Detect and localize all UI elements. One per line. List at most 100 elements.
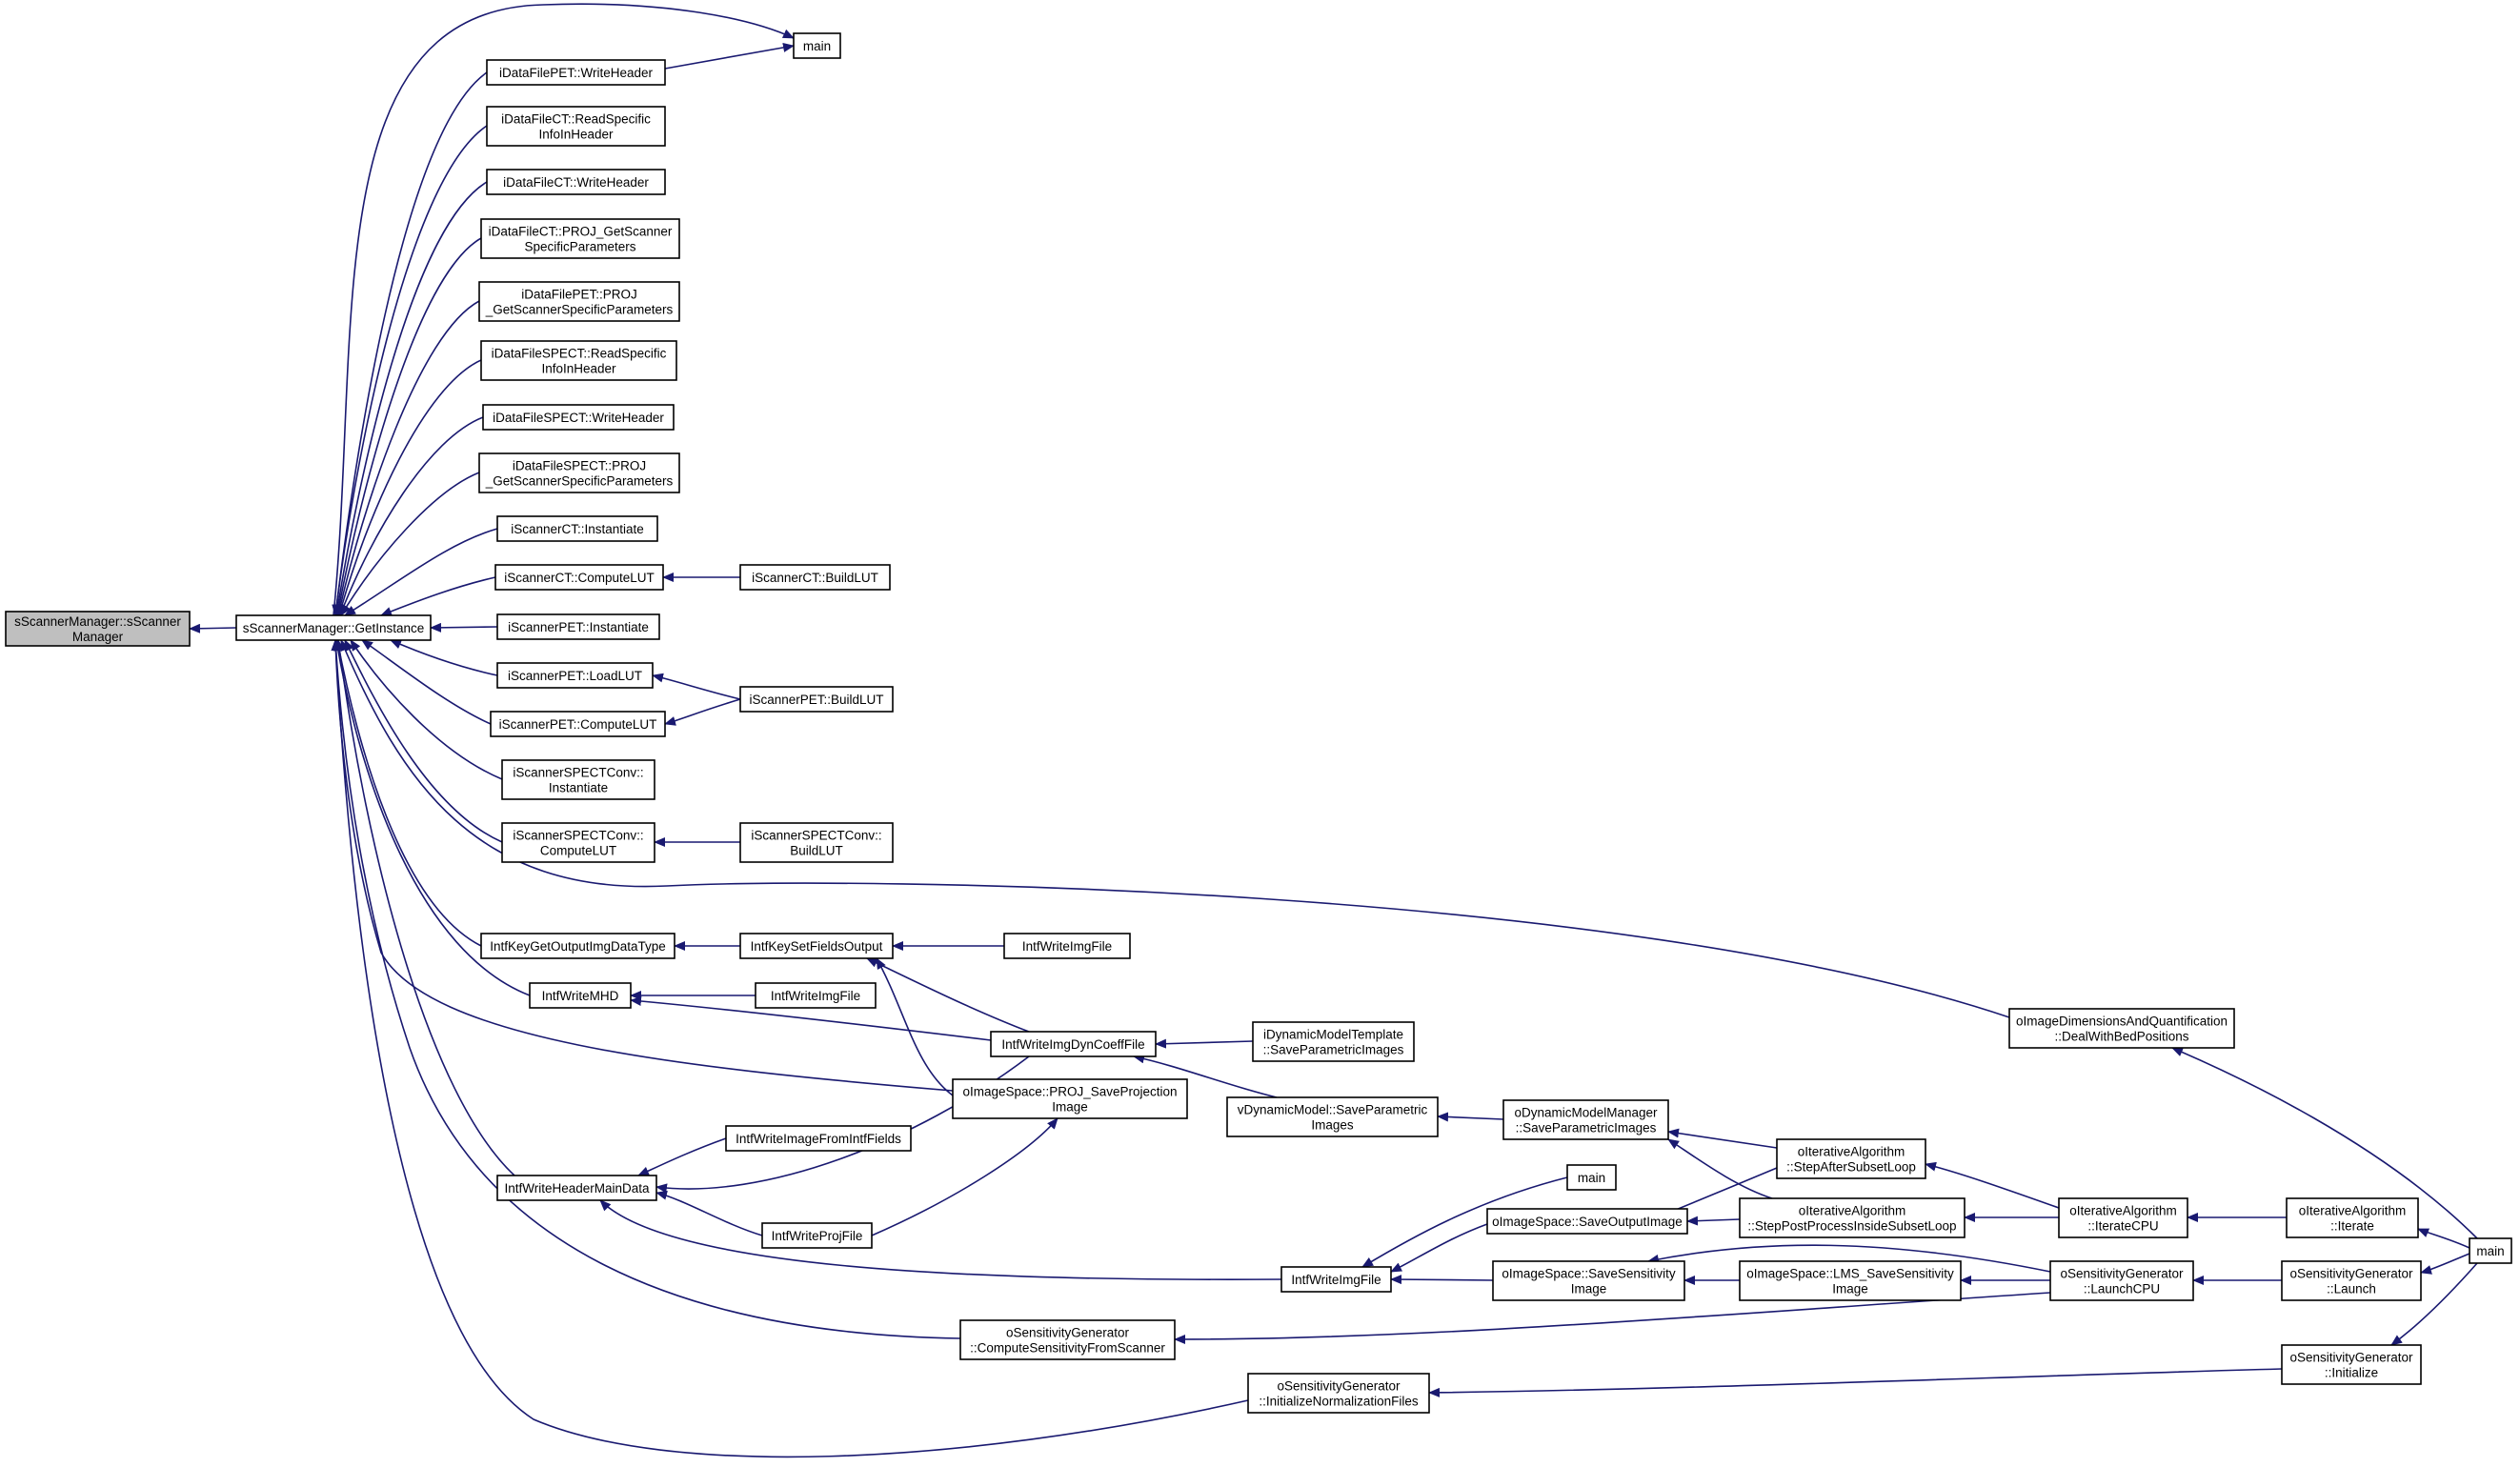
- node-label: iScannerSPECTConv::: [751, 829, 881, 843]
- node-writeDynCoeff[interactable]: IntfWriteImgDynCoeffFile: [990, 1031, 1157, 1057]
- node-initNormFiles[interactable]: oSensitivityGenerator::InitializeNormali…: [1247, 1373, 1430, 1414]
- node-spectBuildLUT[interactable]: iScannerSPECTConv::BuildLUT: [739, 822, 894, 863]
- node-dfPetProj[interactable]: iDataFilePET::PROJ_GetScannerSpecificPar…: [478, 281, 680, 322]
- edge-main3-to-dealWithBed: [2171, 1047, 2478, 1239]
- node-label: IntfWriteImageFromIntfFields: [736, 1132, 901, 1146]
- node-box: [496, 662, 654, 689]
- edge-dfCtProj-to-getInstance: [334, 237, 482, 616]
- node-dfSpectProj[interactable]: iDataFileSPECT::PROJ_GetScannerSpecificP…: [478, 452, 680, 493]
- node-label: ::ComputeSensitivityFromScanner: [970, 1341, 1165, 1356]
- node-box: [1003, 933, 1131, 959]
- node-iterate[interactable]: oIterativeAlgorithm::Iterate: [2286, 1197, 2419, 1238]
- node-main1[interactable]: main: [793, 32, 841, 59]
- node-writeHeaderMain[interactable]: IntfWriteHeaderMainData: [496, 1175, 657, 1201]
- node-label: sScannerManager::GetInstance: [243, 621, 425, 635]
- node-computeSensFromScanner[interactable]: oSensitivityGenerator::ComputeSensitivit…: [959, 1319, 1176, 1360]
- node-label: oSensitivityGenerator: [2060, 1267, 2184, 1281]
- node-box: [501, 822, 655, 863]
- node-label: oImageSpace::SaveSensitivity: [1502, 1267, 1676, 1281]
- node-dynManager[interactable]: oDynamicModelManager::SaveParametricImag…: [1502, 1099, 1669, 1140]
- node-dfCtWriteHeader[interactable]: iDataFileCT::WriteHeader: [486, 169, 666, 195]
- node-dfPetWriteHeader[interactable]: iDataFilePET::WriteHeader: [486, 59, 666, 86]
- node-box: [486, 169, 666, 195]
- edge-dfCtWriteHeader-to-getInstance: [333, 181, 488, 616]
- node-label: IntfWriteImgFile: [1022, 939, 1112, 954]
- node-box: [1247, 1373, 1430, 1414]
- node-writeImgFileB[interactable]: IntfWriteImgFile: [755, 982, 877, 1009]
- node-initialize[interactable]: oSensitivityGenerator::Initialize: [2281, 1344, 2422, 1385]
- node-ctComputeLUT[interactable]: iScannerCT::ComputeLUT: [494, 564, 664, 591]
- node-label: Image: [1832, 1282, 1868, 1296]
- node-box: [2281, 1260, 2422, 1301]
- node-iterateCPU[interactable]: oIterativeAlgorithm::IterateCPU: [2058, 1197, 2188, 1238]
- node-box: [952, 1078, 1188, 1119]
- node-stepAfterSubset[interactable]: oIterativeAlgorithm::StepAfterSubsetLoop: [1776, 1138, 1926, 1179]
- node-petBuildLUT[interactable]: iScannerPET::BuildLUT: [739, 686, 894, 713]
- node-writeMHD[interactable]: IntfWriteMHD: [529, 982, 632, 1009]
- node-launch[interactable]: oSensitivityGenerator::Launch: [2281, 1260, 2422, 1301]
- node-label: iDataFileSPECT::PROJ: [513, 459, 646, 473]
- node-writeFromFields[interactable]: IntfWriteImageFromIntfFields: [725, 1125, 912, 1152]
- node-label: iScannerSPECTConv::: [513, 829, 643, 843]
- node-stepPostProcess[interactable]: oIterativeAlgorithm::StepPostProcessInsi…: [1739, 1197, 1966, 1238]
- node-box: [1486, 1208, 1688, 1235]
- node-label: Instantiate: [549, 781, 608, 795]
- node-writeImgFileC[interactable]: IntfWriteImgFile: [1280, 1266, 1392, 1293]
- node-box: [1280, 1266, 1392, 1293]
- node-box: [739, 564, 891, 591]
- edge-writeImgFileC-to-writeHeaderMain: [599, 1199, 1282, 1280]
- node-saveOutputImage[interactable]: oImageSpace::SaveOutputImage: [1486, 1208, 1688, 1235]
- node-keySetFields[interactable]: IntfKeySetFieldsOutput: [739, 933, 894, 959]
- node-dfCtProj[interactable]: iDataFileCT::PROJ_GetScannerSpecificPara…: [480, 218, 680, 259]
- node-keyGetOutput[interactable]: IntfKeyGetOutputImgDataType: [480, 933, 675, 959]
- node-box: [496, 515, 658, 542]
- node-label: ::Iterate: [2330, 1219, 2374, 1234]
- node-label: ::StepPostProcessInsideSubsetLoop: [1747, 1219, 1956, 1234]
- node-box: [501, 759, 655, 800]
- node-writeProjFile[interactable]: IntfWriteProjFile: [761, 1222, 873, 1249]
- edge-writeDynCoeff-to-writeHeaderMain: [655, 1055, 1030, 1194]
- node-dynTemplate[interactable]: iDynamicModelTemplate::SaveParametricIma…: [1252, 1021, 1415, 1062]
- node-label: oIterativeAlgorithm: [1798, 1145, 1905, 1159]
- node-launchCPU[interactable]: oSensitivityGenerator::LaunchCPU: [2049, 1260, 2194, 1301]
- node-box: [482, 404, 675, 431]
- edge-dynManager-to-vDynModel: [1437, 1112, 1504, 1122]
- node-box: [490, 711, 666, 737]
- node-ctBuildLUT[interactable]: iScannerCT::BuildLUT: [739, 564, 891, 591]
- node-box: [496, 613, 660, 640]
- node-petInstantiate[interactable]: iScannerPET::Instantiate: [496, 613, 660, 640]
- node-spectComputeLUT[interactable]: iScannerSPECTConv::ComputeLUT: [501, 822, 655, 863]
- node-label: ::Initialize: [2325, 1366, 2378, 1380]
- node-dealWithBed[interactable]: oImageDimensionsAndQuantification::DealW…: [2008, 1008, 2235, 1049]
- node-main3[interactable]: main: [2469, 1237, 2512, 1264]
- node-box: [1252, 1021, 1415, 1062]
- node-label: main: [1578, 1171, 1605, 1185]
- node-label: ComputeLUT: [540, 844, 616, 858]
- edge-main3-to-iterate: [2417, 1228, 2470, 1249]
- node-petLoadLUT[interactable]: iScannerPET::LoadLUT: [496, 662, 654, 689]
- node-label: iScannerPET::ComputeLUT: [499, 717, 657, 732]
- node-box: [478, 281, 680, 322]
- node-writeImgFileA[interactable]: IntfWriteImgFile: [1003, 933, 1131, 959]
- edge-writeProjFile-to-writeHeaderMain: [655, 1190, 763, 1236]
- node-label: iDataFilePET::WriteHeader: [499, 66, 654, 80]
- node-spectInstantiate[interactable]: iScannerSPECTConv::Instantiate: [501, 759, 655, 800]
- node-box: [1502, 1099, 1669, 1140]
- node-getInstance[interactable]: sScannerManager::GetInstance: [235, 614, 432, 641]
- node-petComputeLUT[interactable]: iScannerPET::ComputeLUT: [490, 711, 666, 737]
- node-label: oIterativeAlgorithm: [1799, 1204, 1906, 1218]
- edge-dfPetWriteHeader-to-main1: [664, 43, 795, 70]
- node-main2[interactable]: main: [1566, 1164, 1617, 1191]
- node-dfSpectWriteHeader[interactable]: iDataFileSPECT::WriteHeader: [482, 404, 675, 431]
- edge-dfCtReadSpecific-to-getInstance: [332, 125, 488, 616]
- node-label: vDynamicModel::SaveParametric: [1238, 1103, 1428, 1117]
- node-box: [496, 1175, 657, 1201]
- node-vDynModel[interactable]: vDynamicModel::SaveParametricImages: [1226, 1096, 1439, 1137]
- edge-main2-to-writeImgFileC: [1361, 1176, 1568, 1268]
- node-ctInstantiate[interactable]: iScannerCT::Instantiate: [496, 515, 658, 542]
